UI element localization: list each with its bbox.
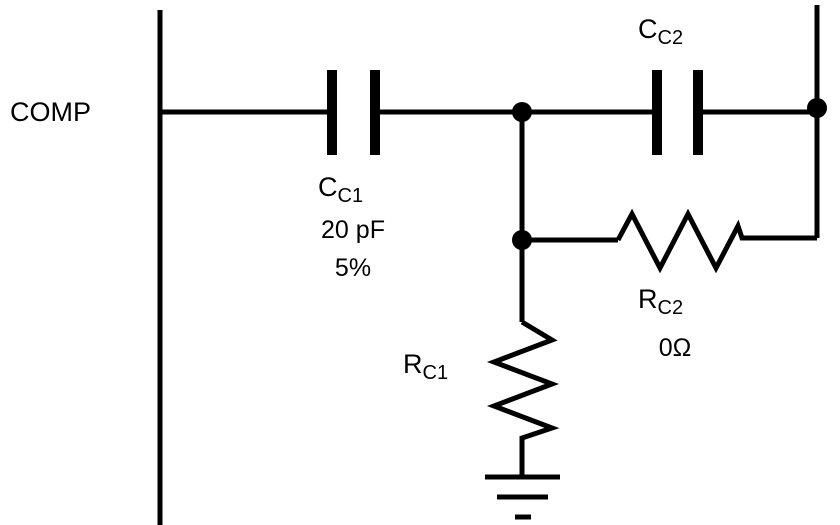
capacitor-cc2 [652, 70, 703, 155]
rc2-label: RC2 [638, 284, 683, 319]
rc2-value: 0Ω [659, 334, 692, 362]
cc1-tolerance: 5% [335, 254, 371, 282]
capacitor-cc1 [327, 70, 380, 155]
resistor-rc1 [486, 319, 560, 475]
junction-node-top [512, 102, 532, 122]
rc1-label: RC1 [403, 349, 448, 384]
cc1-value: 20 pF [321, 216, 385, 244]
junction-node-mid [512, 230, 532, 250]
resistor-rc2 [615, 208, 817, 274]
junction-node-right [807, 98, 827, 118]
ground-icon [485, 474, 560, 520]
comp-label: COMP [10, 97, 91, 127]
cc1-label: CC1 [318, 172, 363, 207]
cc2-label: CC2 [638, 14, 683, 49]
